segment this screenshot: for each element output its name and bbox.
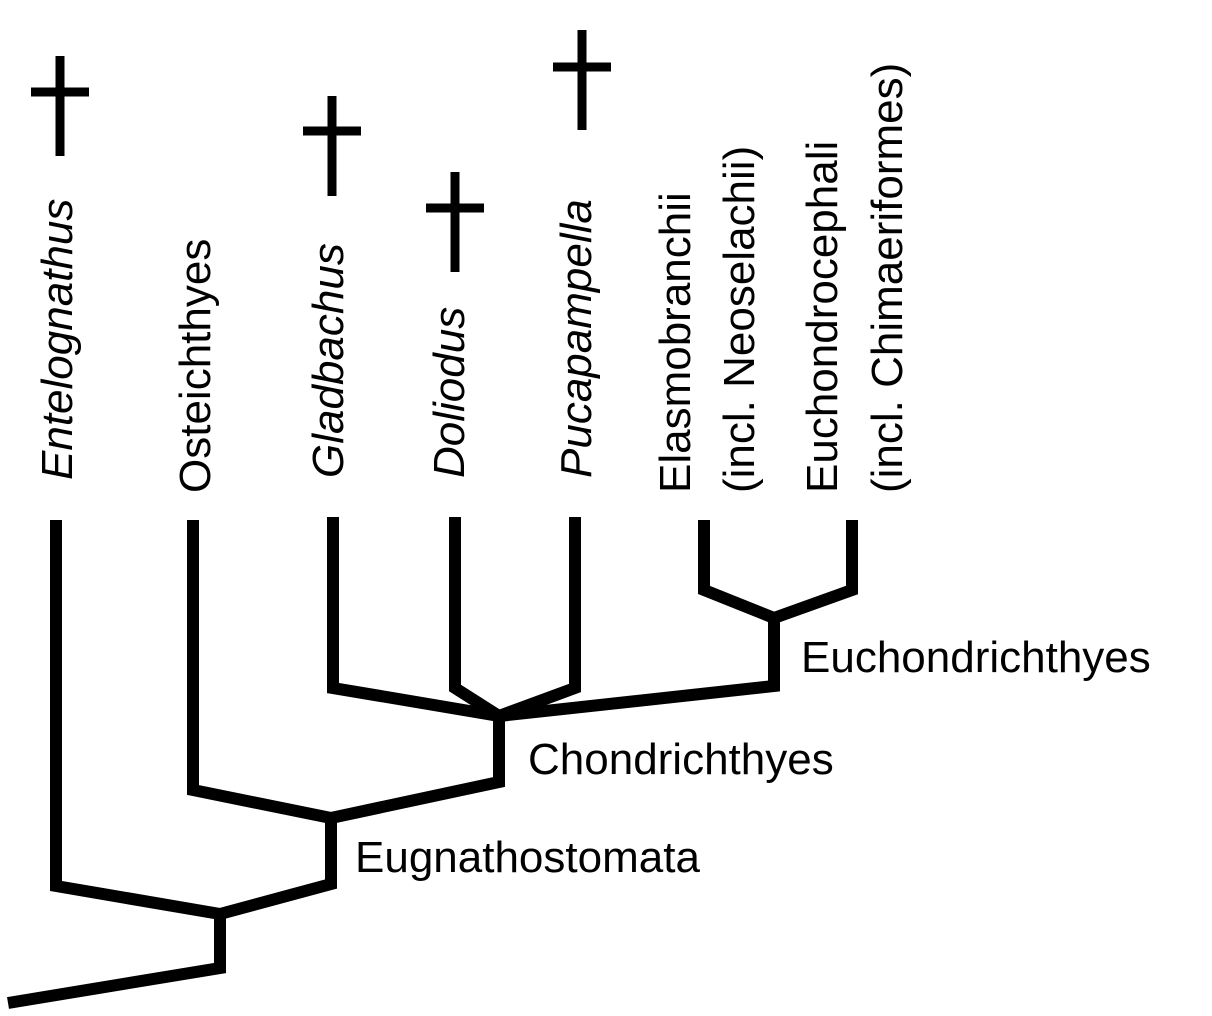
- branch-osteichthyes: [187, 520, 333, 824]
- taxon-sublabel-elasmobranchii: (incl. Neoselachii): [715, 146, 764, 493]
- taxon-label-osteichthyes: Osteichthyes: [171, 239, 220, 493]
- taxon-label-entelognathus: Entelognathus: [33, 199, 82, 480]
- dagger-icon: [31, 56, 89, 156]
- taxon-sublabel-euchondrocephali: (incl. Chimaeriformes): [863, 63, 912, 493]
- branch-gladbachus: [327, 517, 500, 722]
- clade-label-chondrichthyes: Chondrichthyes: [528, 735, 834, 784]
- branch-elasmobranchii: [698, 520, 777, 624]
- tree-branches: [7, 517, 858, 1009]
- root-branch: [7, 914, 226, 1009]
- branch-euchondrocephali: [771, 520, 858, 624]
- dagger-icon: [303, 96, 361, 196]
- branch-doliodus: [449, 517, 503, 722]
- taxon-label-gladbachus: Gladbachus: [304, 243, 353, 478]
- dagger-icon: [553, 30, 611, 130]
- branch-euchondrichthyes: [498, 618, 780, 722]
- branch-chondrichthyes: [329, 716, 505, 824]
- clade-labels: Euchondrichthyes Chondrichthyes Eugnatho…: [355, 633, 1151, 882]
- taxon-label-doliodus: Doliodus: [425, 307, 474, 478]
- taxon-labels: Entelognathus Osteichthyes Gladbachus Do…: [33, 63, 912, 493]
- extinct-markers: [31, 30, 611, 272]
- taxon-label-pucapampella: Pucapampella: [552, 199, 601, 478]
- clade-label-euchondrichthyes: Euchondrichthyes: [801, 633, 1151, 682]
- taxon-label-elasmobranchii: Elasmobranchii: [651, 192, 700, 493]
- branch-pucapampella: [496, 517, 581, 722]
- dagger-icon: [426, 172, 484, 272]
- branch-eugnathostomata: [218, 818, 337, 920]
- clade-label-eugnathostomata: Eugnathostomata: [355, 833, 700, 882]
- taxon-label-euchondrocephali: Euchondrocephali: [798, 141, 847, 493]
- branch-entelognathus: [50, 520, 222, 920]
